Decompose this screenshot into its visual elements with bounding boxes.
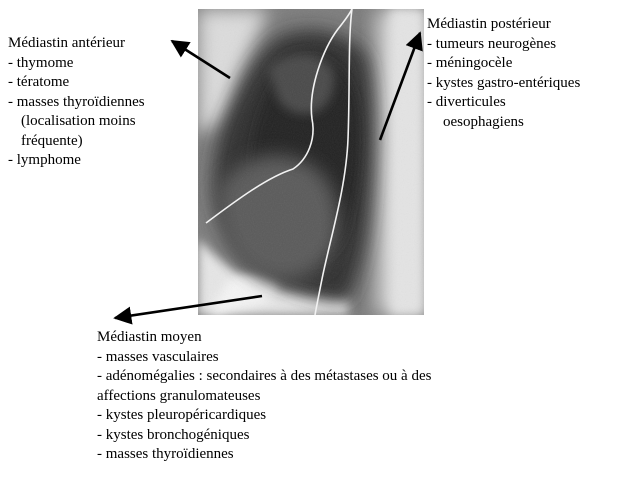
moyen-item: - adénomégalies : secondaires à des méta… (97, 367, 431, 387)
anterior-title: Médiastin antérieur (8, 34, 145, 54)
posterior-item: - tumeurs neurogènes (427, 35, 580, 55)
moyen-title: Médiastin moyen (97, 328, 431, 348)
moyen-item-continuation: affections granulomateuses (97, 387, 431, 407)
posterior-item-continuation: oesophagiens (427, 113, 580, 133)
anterior-item: - thymome (8, 54, 145, 74)
anterior-item: - lymphome (8, 151, 145, 171)
posterior-title: Médiastin postérieur (427, 15, 580, 35)
moyen-item: - masses vasculaires (97, 348, 431, 368)
anterior-item: - tératome (8, 73, 145, 93)
posterior-item: - kystes gastro-entériques (427, 74, 580, 94)
moyen-item: - kystes pleuropéricardiques (97, 406, 431, 426)
posterior-mediastinum-label: Médiastin postérieur - tumeurs neurogène… (427, 15, 580, 132)
anterior-mediastinum-label: Médiastin antérieur - thymome - tératome… (8, 34, 145, 171)
posterior-item: - diverticules (427, 93, 580, 113)
moyen-item: - masses thyroïdiennes (97, 445, 431, 465)
lateral-chest-xray-image (198, 9, 424, 315)
anterior-item-continuation: fréquente) (8, 132, 145, 152)
middle-mediastinum-label: Médiastin moyen - masses vasculaires - a… (97, 328, 431, 465)
moyen-item: - kystes bronchogéniques (97, 426, 431, 446)
anterior-item-continuation: (localisation moins (8, 112, 145, 132)
posterior-item: - méningocèle (427, 54, 580, 74)
anterior-item: - masses thyroïdiennes (8, 93, 145, 113)
